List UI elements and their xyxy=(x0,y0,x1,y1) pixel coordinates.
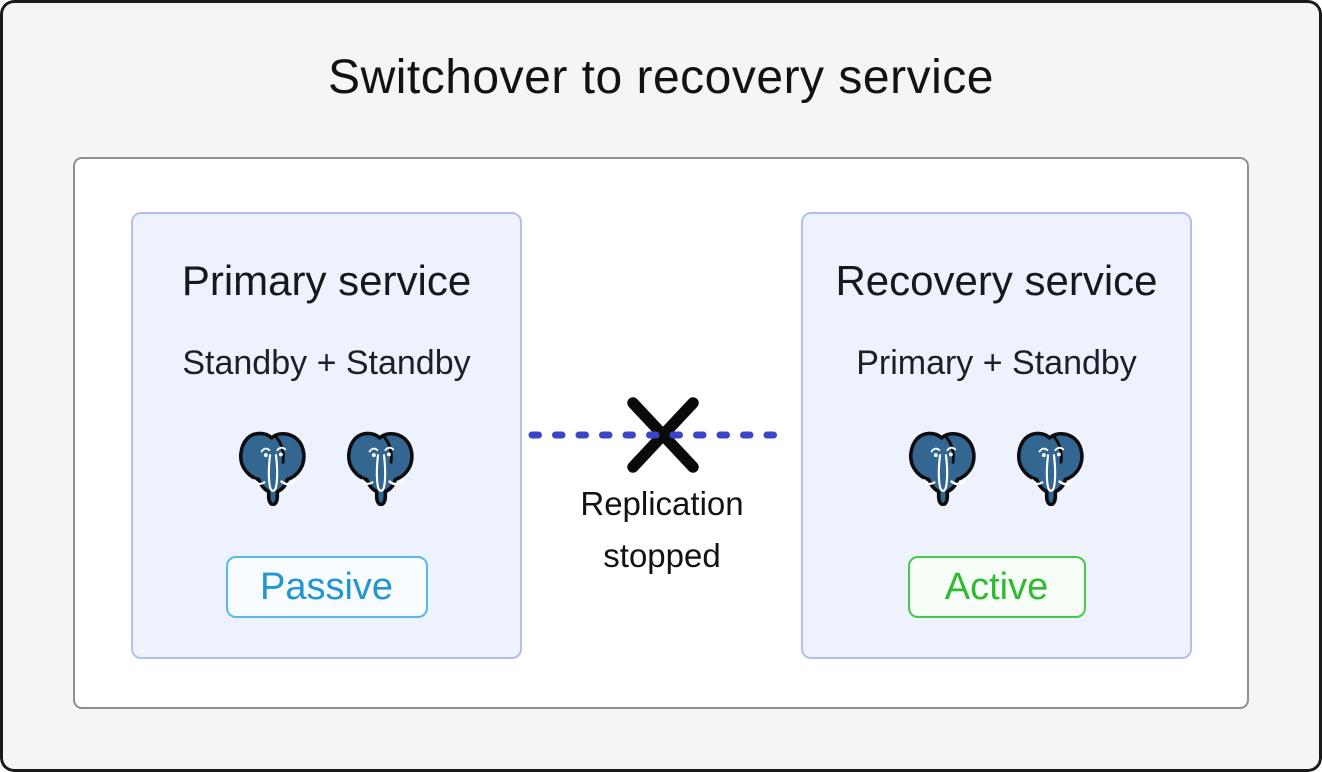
x-mark-icon xyxy=(627,397,699,473)
passive-status-badge: Passive xyxy=(225,556,428,618)
db-icons-row xyxy=(237,430,417,506)
card-subtitle: Standby + Standby xyxy=(182,344,471,382)
replication-dashed-line xyxy=(528,431,794,439)
postgresql-icon xyxy=(238,431,306,506)
primary-service-card: Primary service Standby + Standby xyxy=(131,212,522,659)
recovery-service-card: Recovery service Primary + Standby xyxy=(801,212,1192,659)
postgresql-icon xyxy=(346,431,414,506)
card-subtitle: Primary + Standby xyxy=(856,344,1137,382)
replication-stopped-label: Replication stopped xyxy=(580,485,744,574)
active-status-badge: Active xyxy=(907,556,1086,618)
card-title: Primary service xyxy=(181,257,472,304)
db-icons-row xyxy=(907,430,1087,506)
card-title: Recovery service xyxy=(835,257,1158,304)
postgresql-icon xyxy=(908,431,976,506)
postgresql-icon xyxy=(1016,431,1084,506)
main-title: Switchover to recovery service xyxy=(328,51,994,104)
